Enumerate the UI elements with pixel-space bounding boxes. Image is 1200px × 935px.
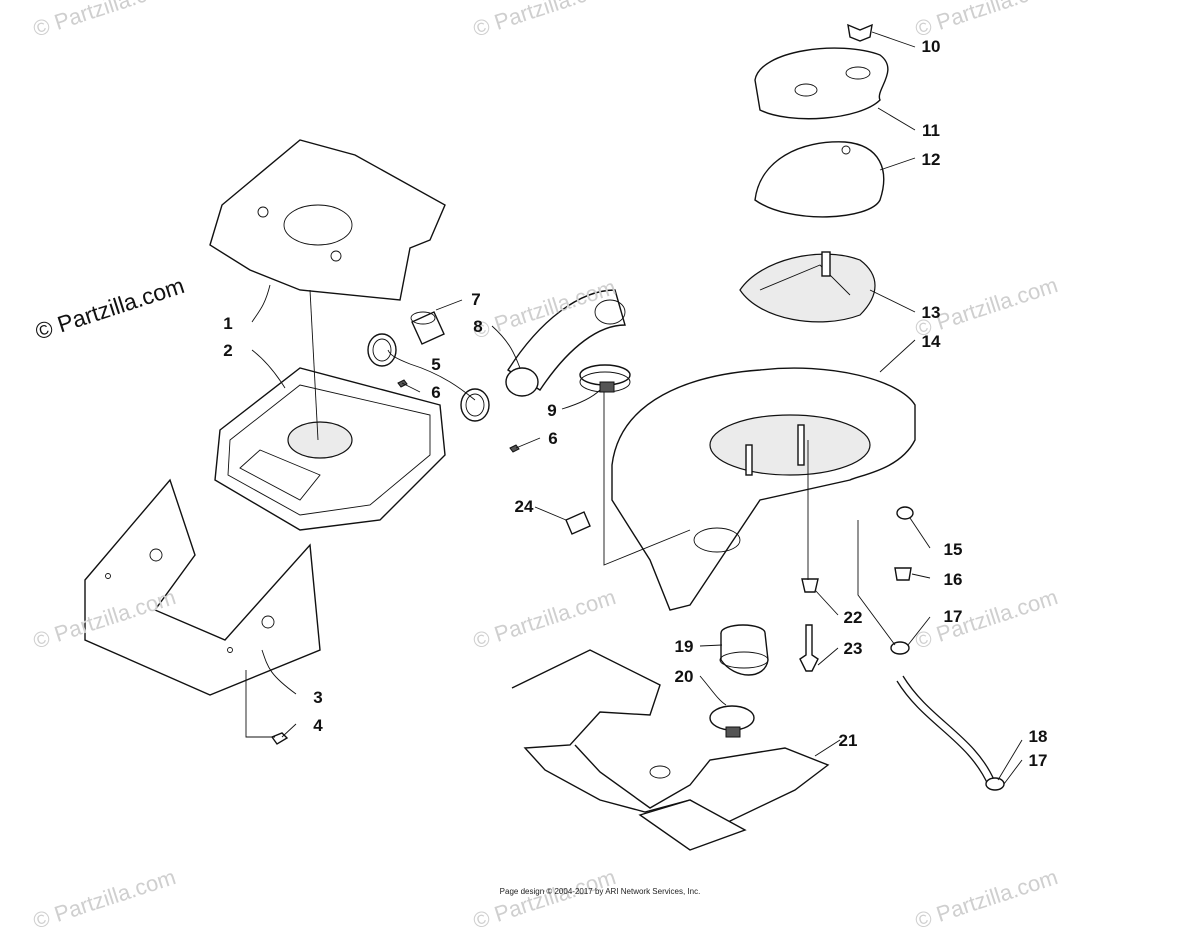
part-17-hose-clamp-lower — [985, 777, 1005, 791]
callout-17: 17 — [1028, 751, 1048, 770]
callout-10: 10 — [921, 37, 941, 56]
part-13-filter-cage — [739, 251, 876, 323]
part-19-lower-boot — [719, 624, 769, 676]
callout-5: 5 — [431, 355, 441, 374]
page-footer: Page design © 2004-2017 by ARI Network S… — [499, 887, 701, 896]
callout-11: 11 — [922, 121, 940, 140]
callout-1: 1 — [223, 314, 233, 333]
part-1-cover-plate — [209, 139, 446, 301]
part-10-wing-nut — [847, 23, 873, 42]
callout-16: 16 — [943, 570, 963, 589]
leader-lines — [245, 31, 1023, 785]
callout-6: 6 — [431, 383, 441, 402]
part-17-hose-clamp-upper — [890, 641, 910, 655]
callout-4: 4 — [313, 716, 323, 735]
part-14-main-airbox — [611, 367, 916, 611]
callout-6: 6 — [548, 429, 558, 448]
part-23-drain-plug — [799, 624, 819, 672]
part-11-filter-lid — [754, 47, 889, 120]
callout-19: 19 — [674, 637, 694, 656]
part-22-grommet — [801, 578, 819, 593]
part-16-plug — [894, 567, 912, 581]
callout-9: 9 — [547, 401, 557, 420]
part-5-clamp-lower — [460, 388, 490, 422]
callout-14: 14 — [921, 332, 941, 351]
part-9-hose-clamp — [579, 364, 631, 393]
callout-12: 12 — [921, 150, 941, 169]
part-7-sleeve — [410, 311, 445, 345]
callout-23: 23 — [843, 639, 863, 658]
parts-diagram — [84, 23, 1023, 851]
part-15-grommet — [896, 506, 914, 520]
part-12-filter-element — [754, 141, 885, 218]
part-8-intake-boot — [505, 289, 626, 397]
callout-3: 3 — [313, 688, 323, 707]
callout-24: 24 — [514, 497, 534, 516]
callout-21: 21 — [838, 731, 858, 750]
part-21-gasket — [511, 649, 830, 851]
callout-22: 22 — [843, 608, 863, 627]
part-5-clamp-upper — [367, 333, 397, 367]
callout-15: 15 — [943, 540, 963, 559]
part-20-clamp — [709, 705, 755, 738]
callout-18: 18 — [1028, 727, 1048, 746]
part-18-drain-hose — [896, 675, 996, 788]
callout-17: 17 — [943, 607, 963, 626]
part-2-airbox-base — [214, 367, 446, 531]
part-24-bracket — [565, 511, 591, 535]
callout-7: 7 — [471, 290, 481, 309]
part-3-bracket-plate — [84, 478, 321, 696]
callout-13: 13 — [921, 303, 941, 322]
callout-8: 8 — [473, 317, 483, 336]
callout-2: 2 — [223, 341, 233, 360]
callout-20: 20 — [674, 667, 694, 686]
